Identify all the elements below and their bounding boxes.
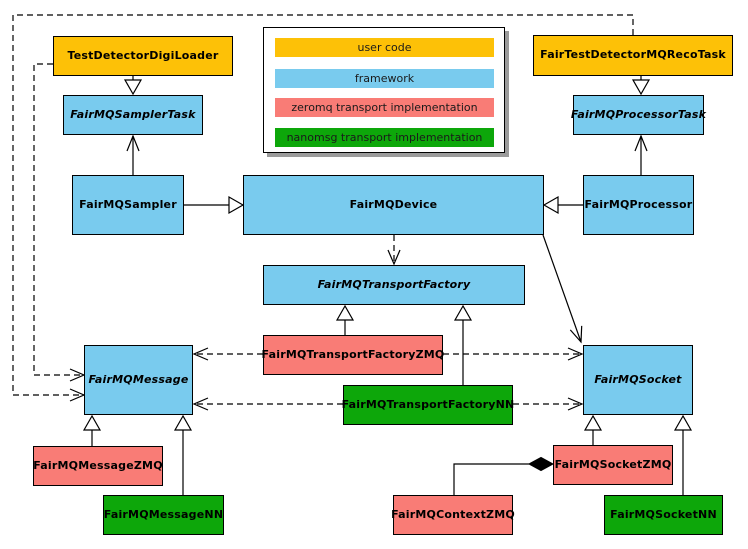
node-fairmq-processor: FairMQProcessor (583, 175, 694, 235)
node-fairmq-transport-factory-zmq: FairMQTransportFactoryZMQ (262, 335, 444, 375)
node-fairmq-socket-zmq: FairMQSocketZMQ (553, 445, 673, 485)
node-fairmq-message-nn: FairMQMessageNN (103, 495, 224, 535)
edge-tfzmq-socket-dependency (443, 347, 584, 361)
node-fair-test-detector-mq-reco-task: FairTestDetectorMQRecoTask (533, 35, 733, 76)
hollow-triangle-arrowhead (173, 414, 193, 431)
open-arrowhead (192, 397, 209, 411)
hollow-triangle-arrowhead (583, 414, 603, 431)
node-fairmq-sampler: FairMQSampler (72, 175, 184, 235)
legend-item-user-code: user code (275, 38, 494, 57)
open-arrowhead (567, 397, 584, 411)
edge-messagenn-message-inheritance (173, 414, 193, 495)
node-fairmq-processor-task: FairMQProcessorTask (571, 95, 706, 135)
edge-tfnn-transportfactory-inheritance (453, 304, 473, 385)
hollow-triangle-arrowhead (228, 195, 245, 215)
edge-socketnn-socket-inheritance (673, 414, 693, 495)
edge-digiloader-samplertask-inheritance (123, 76, 143, 96)
legend-item-nanomsg: nanomsg transport implementation (275, 128, 494, 147)
hollow-triangle-arrowhead (673, 414, 693, 431)
open-arrowhead (567, 347, 584, 361)
node-fairmq-socket: FairMQSocket (583, 345, 693, 415)
open-arrowhead (387, 249, 401, 266)
hollow-triangle-arrowhead (82, 414, 102, 431)
edge-processor-processortask-association (634, 134, 648, 175)
hollow-triangle-arrowhead (453, 304, 473, 321)
legend-item-framework: framework (275, 69, 494, 88)
open-arrowhead (634, 134, 648, 152)
hollow-triangle-arrowhead (335, 304, 355, 321)
node-fairmq-device: FairMQDevice (243, 175, 544, 235)
node-fairmq-message: FairMQMessage (84, 345, 193, 415)
node-fairmq-context-zmq: FairMQContextZMQ (391, 495, 515, 535)
open-arrowhead (126, 134, 140, 152)
edge-tfnn-message-dependency (192, 397, 343, 411)
edge-socketzmq-socket-inheritance (583, 414, 603, 445)
edge-sampler-device-inheritance (184, 195, 245, 215)
legend-item-zeromq: zeromq transport implementation (275, 98, 494, 117)
node-fairmq-transport-factory: FairMQTransportFactory (263, 265, 525, 305)
node-fairmq-sampler-task: FairMQSamplerTask (63, 95, 203, 135)
filled-diamond (527, 456, 555, 472)
hollow-triangle-arrowhead (631, 79, 651, 96)
node-fairmq-transport-factory-nn: FairMQTransportFactoryNN (342, 385, 514, 425)
edge-sampler-samplertask-association (126, 134, 140, 175)
hollow-triangle-arrowhead (123, 79, 143, 96)
edge-tfnn-socket-dependency (513, 397, 584, 411)
edge-tfzmq-message-dependency (192, 347, 263, 361)
node-fairmq-socket-nn: FairMQSocketNN (604, 495, 723, 535)
open-arrowhead (569, 325, 583, 344)
legend-box: user code framework zeromq transport imp… (263, 27, 505, 153)
edge-socketzmq-contextzmq-composition (453, 456, 555, 495)
open-arrowhead (192, 347, 209, 361)
edge-device-transportfactory-dependency (387, 235, 401, 266)
edge-processor-device-inheritance (542, 195, 583, 215)
edge-messagezmq-message-inheritance (82, 414, 102, 446)
hollow-triangle-arrowhead (542, 195, 559, 215)
node-fairmq-message-zmq: FairMQMessageZMQ (33, 446, 163, 486)
edge-device-socket-association (542, 234, 583, 344)
edge-tfzmq-transportfactory-inheritance (335, 304, 355, 335)
node-test-detector-digi-loader: TestDetectorDigiLoader (53, 36, 233, 76)
edge-recotask-processortask-inheritance (631, 76, 651, 96)
